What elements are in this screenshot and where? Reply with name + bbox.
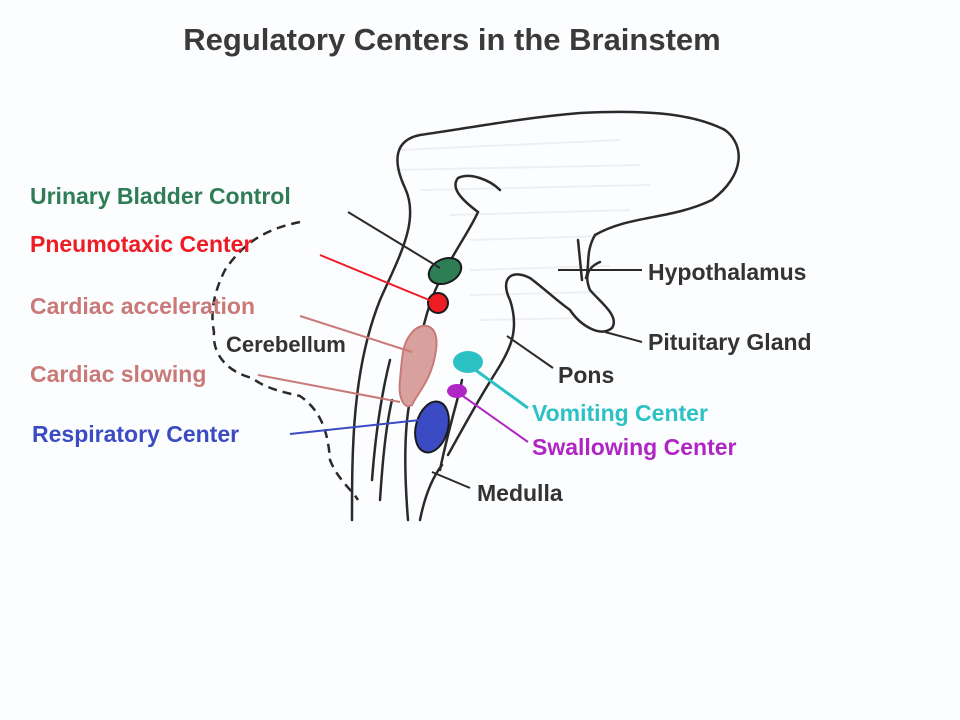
label-cardiac-acceleration: Cardiac acceleration bbox=[30, 293, 256, 319]
pons-leader bbox=[506, 335, 554, 369]
urinary-bladder-region bbox=[427, 256, 463, 286]
leader-lines bbox=[257, 211, 643, 489]
label-urinary-bladder-control: Urinary Bladder Control bbox=[30, 183, 291, 209]
urinary-leader bbox=[347, 211, 441, 269]
pneumotaxic-leader bbox=[319, 254, 435, 303]
label-pneumotaxic-center: Pneumotaxic Center bbox=[30, 231, 253, 257]
cerebellum-outline bbox=[211, 220, 360, 501]
vomiting-leader bbox=[469, 364, 529, 410]
cardiac-accel-leader bbox=[299, 315, 413, 353]
label-cardiac-slowing: Cardiac slowing bbox=[30, 361, 207, 387]
pituitary-leader bbox=[604, 331, 643, 343]
cardiac-region bbox=[398, 324, 438, 408]
label-swallowing-center: Swallowing Center bbox=[532, 434, 737, 460]
pneumotaxic-region bbox=[427, 292, 449, 314]
label-hypothalamus: Hypothalamus bbox=[648, 259, 807, 285]
label-respiratory-center: Respiratory Center bbox=[32, 421, 240, 447]
respiratory-leader bbox=[289, 419, 421, 435]
label-pituitary-gland: Pituitary Gland bbox=[648, 329, 812, 355]
label-medulla: Medulla bbox=[477, 480, 563, 506]
background-smudge bbox=[394, 139, 651, 321]
page-title: Regulatory Centers in the Brainstem bbox=[183, 22, 721, 57]
label-cerebellum: Cerebellum bbox=[226, 332, 346, 357]
vomiting-region bbox=[453, 351, 483, 373]
medulla-leader bbox=[431, 471, 471, 489]
respiratory-region bbox=[414, 400, 450, 454]
label-pons: Pons bbox=[558, 362, 615, 388]
swallowing-leader bbox=[459, 393, 529, 443]
cardiac-slow-leader bbox=[257, 374, 401, 403]
label-vomiting-center: Vomiting Center bbox=[532, 400, 708, 426]
